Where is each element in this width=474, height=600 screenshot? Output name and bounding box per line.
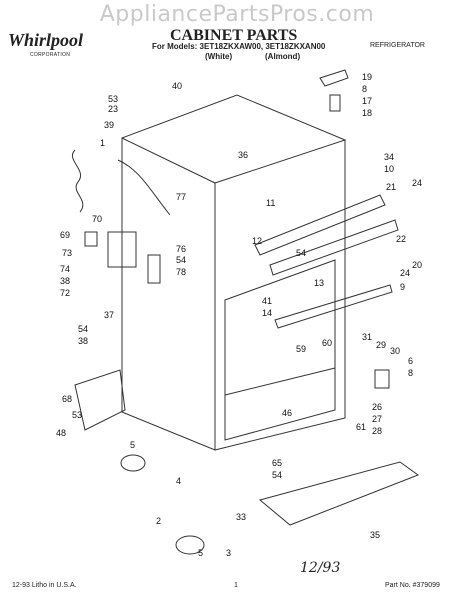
footer-litho: 12-93 Litho in U.S.A. xyxy=(12,582,77,589)
grille xyxy=(258,461,420,526)
callout-54c: 54 xyxy=(78,324,88,334)
cabinet-top xyxy=(121,94,347,184)
callout-10: 10 xyxy=(384,164,394,174)
callout-18: 18 xyxy=(362,108,372,118)
roller-wheel xyxy=(120,454,146,472)
callout-11: 11 xyxy=(266,198,275,208)
callout-24: 24 xyxy=(412,178,422,188)
hinge-lower xyxy=(374,369,390,389)
callout-3: 3 xyxy=(226,548,231,558)
callout-59: 59 xyxy=(296,344,306,354)
relay-cover xyxy=(107,231,137,268)
callout-73: 73 xyxy=(62,248,72,258)
callout-78: 78 xyxy=(176,267,186,277)
rear-panel xyxy=(74,369,126,431)
callout-12: 12 xyxy=(252,236,262,246)
callout-1: 1 xyxy=(100,138,105,148)
variant-almond: (Almond) xyxy=(265,52,301,61)
footer-page: 1 xyxy=(234,582,238,589)
callout-27: 27 xyxy=(372,414,382,424)
callout-9: 9 xyxy=(400,282,405,292)
callout-22: 22 xyxy=(396,234,406,244)
callout-76: 76 xyxy=(176,244,186,254)
callout-23: 23 xyxy=(108,104,118,114)
liner-floor xyxy=(224,367,336,396)
callout-labels: 40 53 23 39 19 8 17 18 1 36 34 10 77 21 … xyxy=(56,72,422,558)
callout-20: 20 xyxy=(412,260,422,270)
callout-61: 61 xyxy=(356,422,366,432)
callout-21: 21 xyxy=(386,182,396,192)
callout-33: 33 xyxy=(236,512,246,522)
callout-29: 29 xyxy=(376,340,386,350)
callout-48: 48 xyxy=(56,428,66,438)
callout-72: 72 xyxy=(60,288,70,298)
watermark: AppliancePartsPros.com xyxy=(99,2,375,27)
callout-69: 69 xyxy=(60,230,70,240)
callout-5: 5 xyxy=(130,440,135,450)
callout-31: 31 xyxy=(362,332,372,342)
callout-19: 19 xyxy=(362,72,372,82)
callout-46: 46 xyxy=(282,408,292,418)
variant-white: (White) xyxy=(205,52,233,61)
callout-34: 34 xyxy=(384,152,394,162)
model-numbers: For Models: 3ET18ZKXAW00, 3ET18ZKXAN00 xyxy=(152,42,326,51)
callout-35: 35 xyxy=(370,530,380,540)
top-hinge-part xyxy=(319,69,349,87)
handwritten-date: 12/93 xyxy=(300,560,341,576)
wire-harness xyxy=(117,159,171,216)
callout-24b: 24 xyxy=(400,268,410,278)
callout-26: 26 xyxy=(372,402,382,412)
callout-54: 54 xyxy=(176,255,186,265)
callout-36: 36 xyxy=(238,150,248,160)
brand-logo: Whirlpool xyxy=(8,30,84,50)
callout-4: 4 xyxy=(176,476,181,486)
cabinet-side xyxy=(214,140,346,451)
callout-74: 74 xyxy=(60,264,70,274)
footer-part-number: Part No. #379099 xyxy=(385,582,440,589)
diagram-title: CABINET PARTS xyxy=(170,27,298,44)
callout-13: 13 xyxy=(314,278,324,288)
callout-37: 37 xyxy=(104,310,114,320)
callout-2: 2 xyxy=(156,516,161,526)
callout-53: 53 xyxy=(108,94,118,104)
callout-77: 77 xyxy=(176,192,186,202)
brand-subtitle: CORPORATION xyxy=(30,52,71,58)
callout-8: 8 xyxy=(362,84,367,94)
cabinet-liner xyxy=(224,259,336,441)
callout-30: 30 xyxy=(390,346,400,356)
callout-53b: 53 xyxy=(72,410,82,420)
callout-5b: 5 xyxy=(198,548,203,558)
callout-14: 14 xyxy=(262,308,272,318)
callout-17: 17 xyxy=(362,96,372,106)
callout-28: 28 xyxy=(372,426,382,436)
callout-60: 60 xyxy=(322,338,332,348)
callout-8b: 8 xyxy=(408,368,413,378)
power-cord xyxy=(72,149,84,213)
callout-41: 41 xyxy=(262,296,272,306)
callout-65: 65 xyxy=(272,458,282,468)
cabinet-front xyxy=(121,137,216,451)
front-roller xyxy=(175,535,205,555)
callout-6: 6 xyxy=(408,356,413,366)
callout-40: 40 xyxy=(172,81,182,91)
callout-68: 68 xyxy=(62,394,72,404)
hinge-bracket xyxy=(329,94,341,112)
terminal-block xyxy=(84,231,98,247)
callout-54b: 54 xyxy=(296,248,306,258)
callout-54d: 54 xyxy=(272,470,282,480)
rail-9 xyxy=(274,284,393,329)
rail-22 xyxy=(269,219,399,276)
category-label: REFRIGERATOR xyxy=(370,42,425,49)
cross-rail xyxy=(254,194,386,256)
callout-70: 70 xyxy=(92,214,102,224)
callout-39: 39 xyxy=(104,120,114,130)
callout-38: 38 xyxy=(60,276,70,286)
bracket-78 xyxy=(147,254,161,284)
callout-38b: 38 xyxy=(78,336,88,346)
